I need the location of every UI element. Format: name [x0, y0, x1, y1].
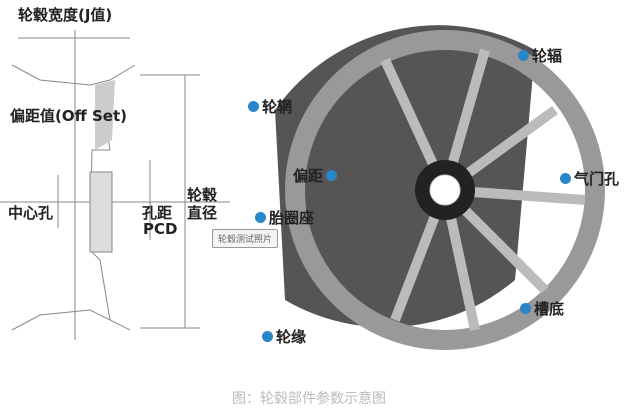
marker-icon — [520, 303, 531, 314]
callout-bead-seat: 胎圈座 — [255, 207, 314, 228]
callout-flange: 轮缘 — [262, 326, 306, 347]
callout-drop-center: 槽底 — [520, 298, 564, 319]
caption: 图：轮毂部件参数示意图 — [232, 391, 386, 407]
marker-icon — [248, 101, 259, 112]
label-offset: 偏距值(Off Set) — [10, 107, 127, 125]
callout-offset: 偏距 — [293, 165, 338, 186]
label-diameter-2: 直径 — [187, 204, 218, 222]
marker-icon — [262, 331, 273, 342]
label-rim-width: 轮毂宽度(J值) — [18, 6, 113, 24]
tooltip: 轮毂测试照片 — [212, 229, 279, 248]
label-diameter-1: 轮毂 — [187, 186, 218, 204]
callout-valve-hole: 气门孔 — [560, 168, 619, 189]
callout-rim: 轮辋 — [248, 96, 292, 117]
marker-icon — [560, 173, 571, 184]
marker-icon — [326, 170, 338, 181]
marker-icon — [518, 50, 529, 61]
callout-spoke: 轮辐 — [518, 45, 562, 66]
label-pcd-1: 孔距 — [142, 204, 173, 222]
label-pcd-2: PCD — [143, 220, 178, 238]
marker-icon — [255, 212, 266, 223]
label-center-bore: 中心孔 — [8, 204, 54, 222]
